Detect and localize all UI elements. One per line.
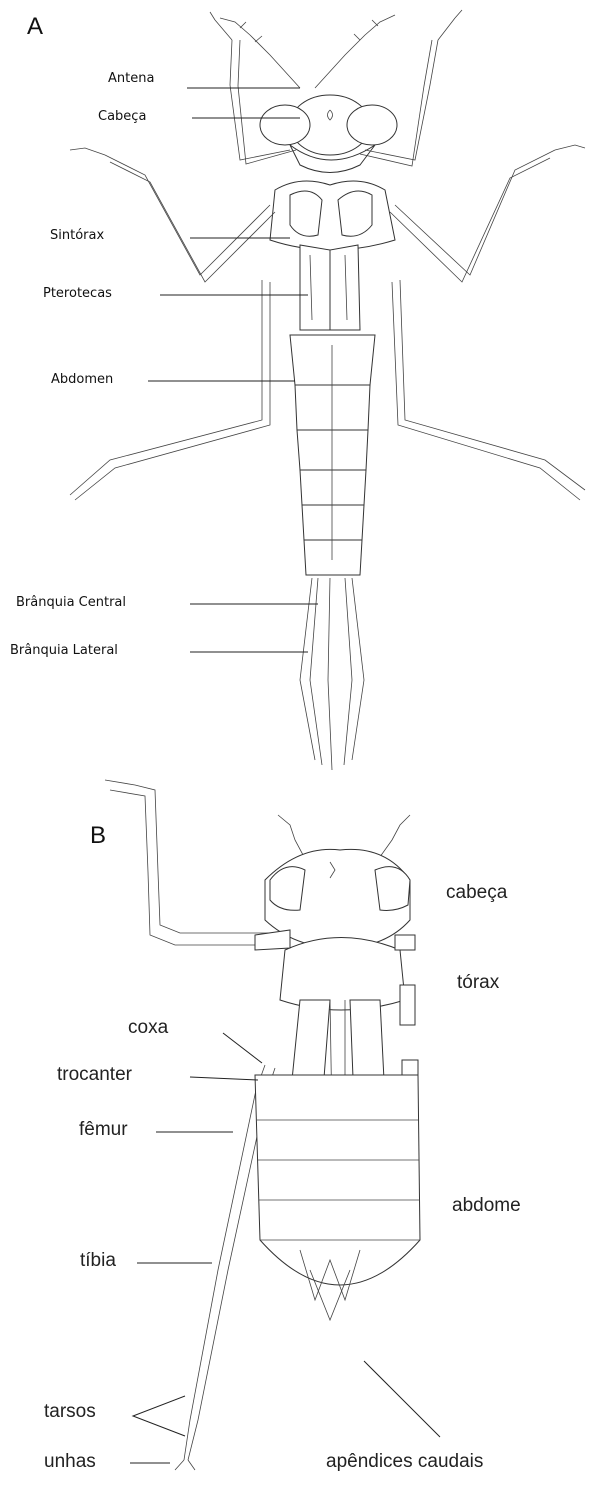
label-branquia-lateral: Brânquia Lateral [10,644,118,657]
leader-tarsos [133,1396,185,1436]
label-tarsos: tarsos [44,1402,96,1421]
label-sintorax: Sintórax [50,229,104,242]
label-abdome: abdome [452,1196,521,1215]
label-branquia-central: Brânquia Central [16,596,126,609]
larva-b-body [105,780,420,1470]
label-femur: fêmur [79,1120,128,1139]
label-coxa: coxa [128,1018,168,1037]
panel-a-letter: A [27,15,43,39]
label-pterotecas: Pterotecas [43,287,112,300]
label-apendices-caudais: apêndices caudais [326,1452,483,1471]
leader-coxa [223,1033,262,1063]
leader-apendices-caudais [364,1361,440,1437]
label-tibia: tíbia [80,1251,116,1270]
label-torax: tórax [457,973,499,992]
label-unhas: unhas [44,1452,96,1471]
larva-a-body [70,10,585,770]
label-abdomen: Abdomen [51,373,113,386]
leader-trocanter [190,1077,258,1080]
panel-b-letter: B [90,824,106,848]
label-trocanter: trocanter [57,1065,132,1084]
label-cabeca-a: Cabeça [98,110,146,123]
label-antena: Antena [108,72,154,85]
label-cabeca-b: cabeça [446,883,507,902]
